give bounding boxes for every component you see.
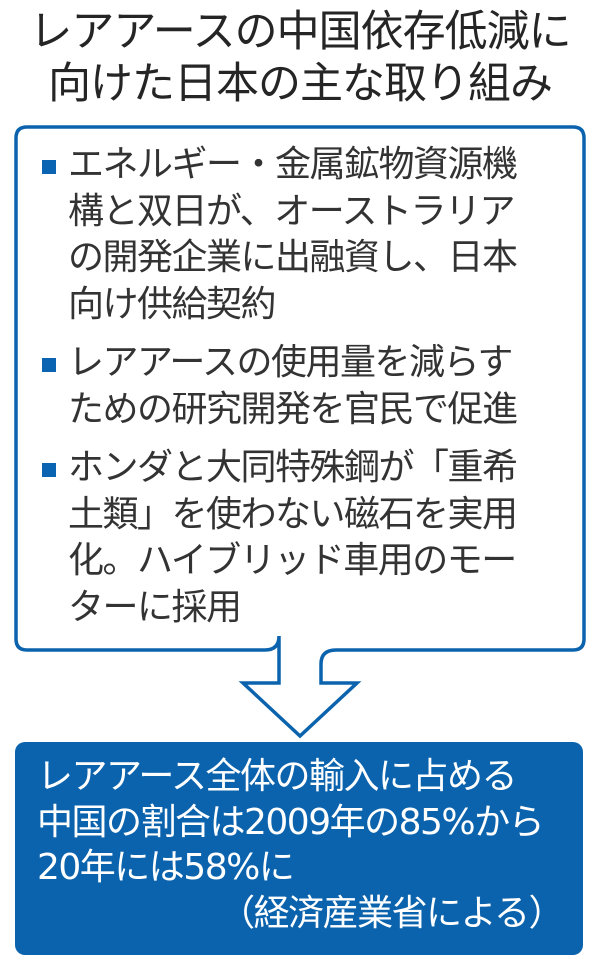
item-text-line: 向け供給契約 — [68, 283, 277, 325]
title-line-2: 向けた日本の主な取り組み — [48, 59, 553, 109]
list-item: ホンダと大同特殊鋼が「重希 土類」を使わない磁石を実用 化。ハイブリッド車用のモ… — [40, 445, 570, 631]
square-bullet-icon — [42, 463, 56, 477]
item-text-line: 化。ハイブリッド車用のモー — [68, 540, 517, 581]
item-text-line: ターに採用 — [68, 586, 242, 628]
item-text-line: の開発企業に出融資し、日本 — [68, 237, 518, 278]
item-text-line: ホンダと大同特殊鋼が「重希 — [68, 447, 518, 488]
item-text-line: 構と双日が、オーストラリア — [68, 190, 515, 232]
initiatives-list: エネルギー・金属鉱物資源機 構と双日が、オーストラリア の開発企業に出融資し、日… — [40, 142, 570, 643]
result-text-line: レアアース全体の輸入に占める — [37, 756, 518, 797]
list-item: エネルギー・金属鉱物資源機 構と双日が、オーストラリア の開発企業に出融資し、日… — [40, 142, 570, 328]
item-text-line: ための研究開発を官民で促進 — [68, 388, 518, 430]
result-box: レアアース全体の輸入に占める 中国の割合は2009年の85%から 20年には58… — [15, 742, 583, 955]
title-line-1: レアアースの中国依存低減に — [29, 7, 571, 57]
result-text-line: 20年には58%に — [37, 847, 295, 888]
item-text-line: レアアースの使用量を減らす — [68, 342, 513, 383]
page-title: レアアースの中国依存低減に 向けた日本の主な取り組み — [0, 6, 600, 110]
down-arrow-icon — [14, 125, 586, 739]
source-note: （経済産業省による） — [219, 892, 564, 934]
item-text-line: 土類」を使わない磁石を実用 — [68, 493, 518, 535]
item-text-line: エネルギー・金属鉱物資源機 — [68, 144, 518, 185]
square-bullet-icon — [42, 160, 56, 174]
result-text-line: 中国の割合は2009年の85%から — [37, 801, 545, 843]
square-bullet-icon — [42, 358, 56, 372]
result-text: レアアース全体の輸入に占める 中国の割合は2009年の85%から 20年には58… — [37, 754, 567, 936]
list-item: レアアースの使用量を減らす ための研究開発を官民で促進 — [40, 340, 570, 433]
